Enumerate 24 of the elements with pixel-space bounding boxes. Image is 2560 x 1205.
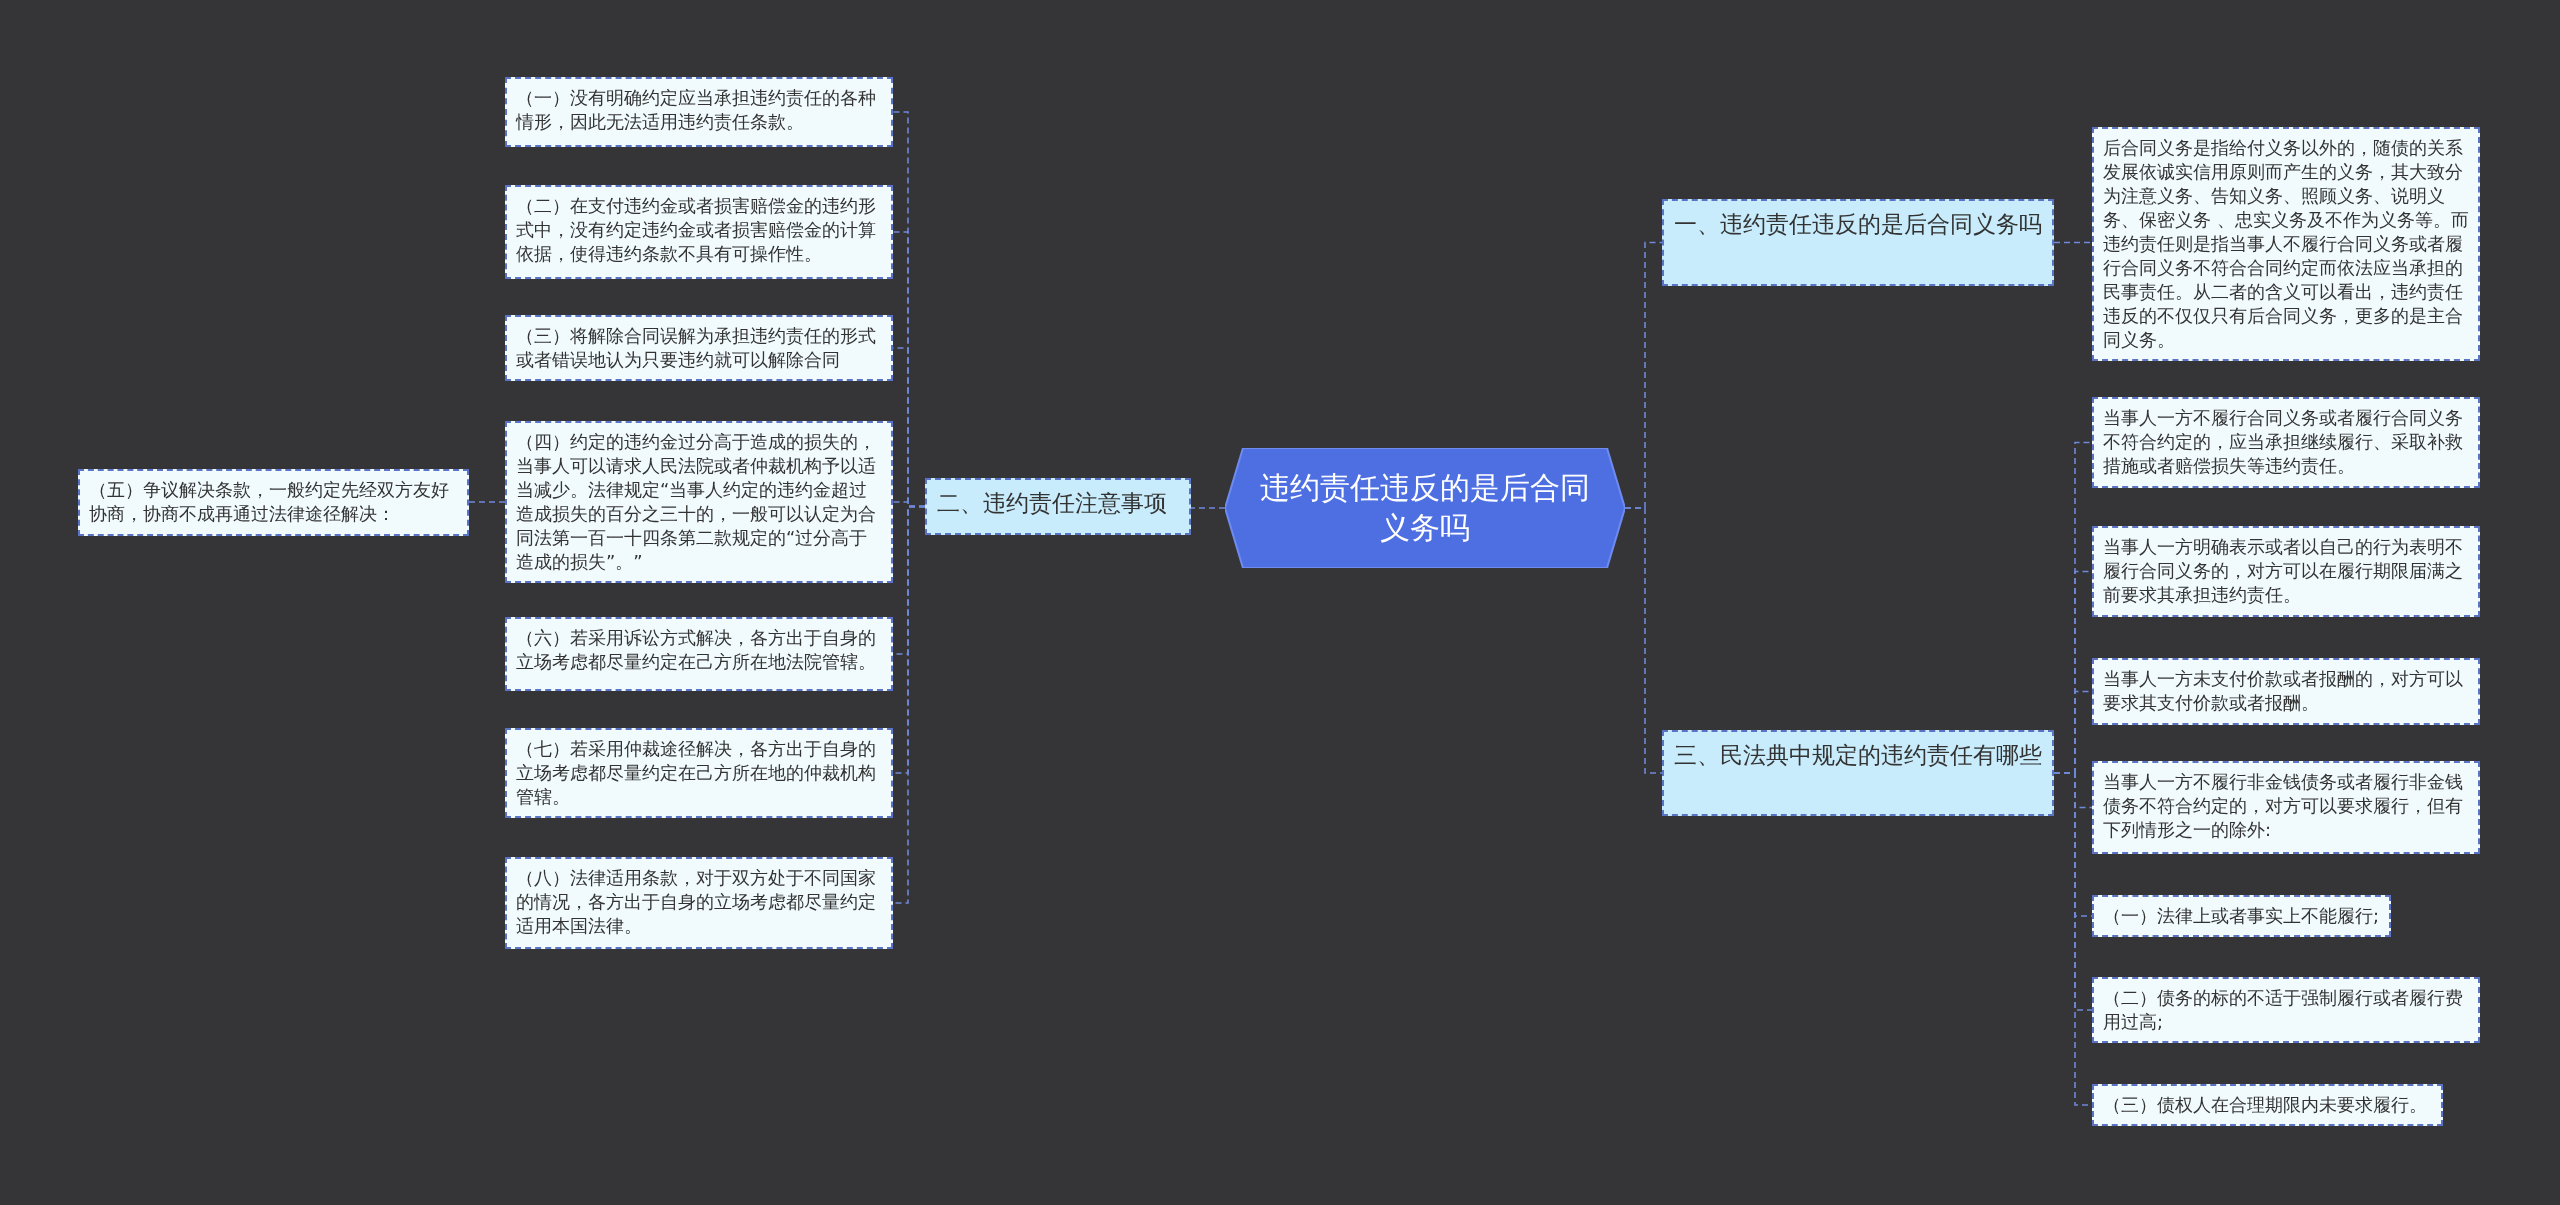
topic-box: 当事人一方明确表示或者以自己的行为表明不履行合同义务的，对方可以在履行期限届满之前要求其承担违约责任。 [2092,526,2480,617]
topic-box: （一）法律上或者事实上不能履行; [2092,895,2391,937]
connector [1190,507,1226,509]
connector [2053,241,2093,244]
connector [1624,507,1663,774]
topic-box: （二）在支付违约金或者损害赔偿金的违约形式中，没有约定违约金或者损害赔偿金的计算依据，使得违约条款不具有可操作性。 [505,185,893,279]
topic-box: （二）债务的标的不适于强制履行或者履行费用过高; [2092,977,2480,1043]
central-topic: 违约责任违反的是后合同义务吗 [1225,448,1625,568]
topic-box: （八）法律适用条款，对于双方处于不同国家的情况，各方出于自身的立场考虑都尽量约定适用本国法律。 [505,857,893,949]
topic-box: （一）没有明确约定应当承担违约责任的各种情形，因此无法适用违约责任条款。 [505,77,893,147]
topic-box: （七）若采用仲裁途径解决，各方出于自身的立场考虑都尽量约定在己方所在地的仲裁机构管辖。 [505,728,893,818]
topic-box: 当事人一方不履行非金钱债务或者履行非金钱债务不符合约定的，对方可以要求履行，但有下列情形之一的除外: [2092,761,2480,854]
topic-box: （五）争议解决条款，一般约定先经双方友好协商，协商不成再通过法律途径解决： [78,469,469,536]
branch-topic-box: 二、违约责任注意事项 [925,478,1191,535]
topic-box: （三）债权人在合理期限内未要求履行。 [2092,1084,2443,1126]
topic-box: 当事人一方不履行合同义务或者履行合同义务不符合约定的，应当承担继续履行、采取补救措施或者赔偿损失等违约责任。 [2092,397,2480,488]
branch-topic-box: 三、民法典中规定的违约责任有哪些 [1662,730,2054,816]
topic-box: （六）若采用诉讼方式解决，各方出于自身的立场考虑都尽量约定在己方所在地法院管辖。 [505,617,893,691]
connector [468,501,506,503]
topic-box: （三）将解除合同误解为承担违约责任的形式或者错误地认为只要违约就可以解除合同 [505,315,893,381]
topic-box: （四）约定的违约金过分高于造成的损失的，当事人可以请求人民法院或者仲裁机构予以适当减少。法律规定“当事人约定的违约金超过造成损失的百分之三十的，一般可以认定为合同法第一百一十四条第二款规定的“过分高于造成的损失”。” [505,421,893,583]
topic-box: 后合同义务是指给付义务以外的，随债的关系发展依诚实信用原则而产生的义务，其大致分为注意义务、告知义务、照顾义务、说明义务、保密义务 、忠实义务及不作为义务等。而违约责任则是指当事人不履行合同义务或者履行合同义务不符合合同约定而依法应当承担的民事责任。从二者的含义可以看出，违约责任违反的不仅仅只有后合同义务，更多的是主合同义务。 [2092,127,2480,361]
branch-topic-box: 一、违约责任违反的是后合同义务吗 [1662,199,2054,286]
topic-box: 当事人一方未支付价款或者报酬的，对方可以要求其支付价款或者报酬。 [2092,658,2480,725]
